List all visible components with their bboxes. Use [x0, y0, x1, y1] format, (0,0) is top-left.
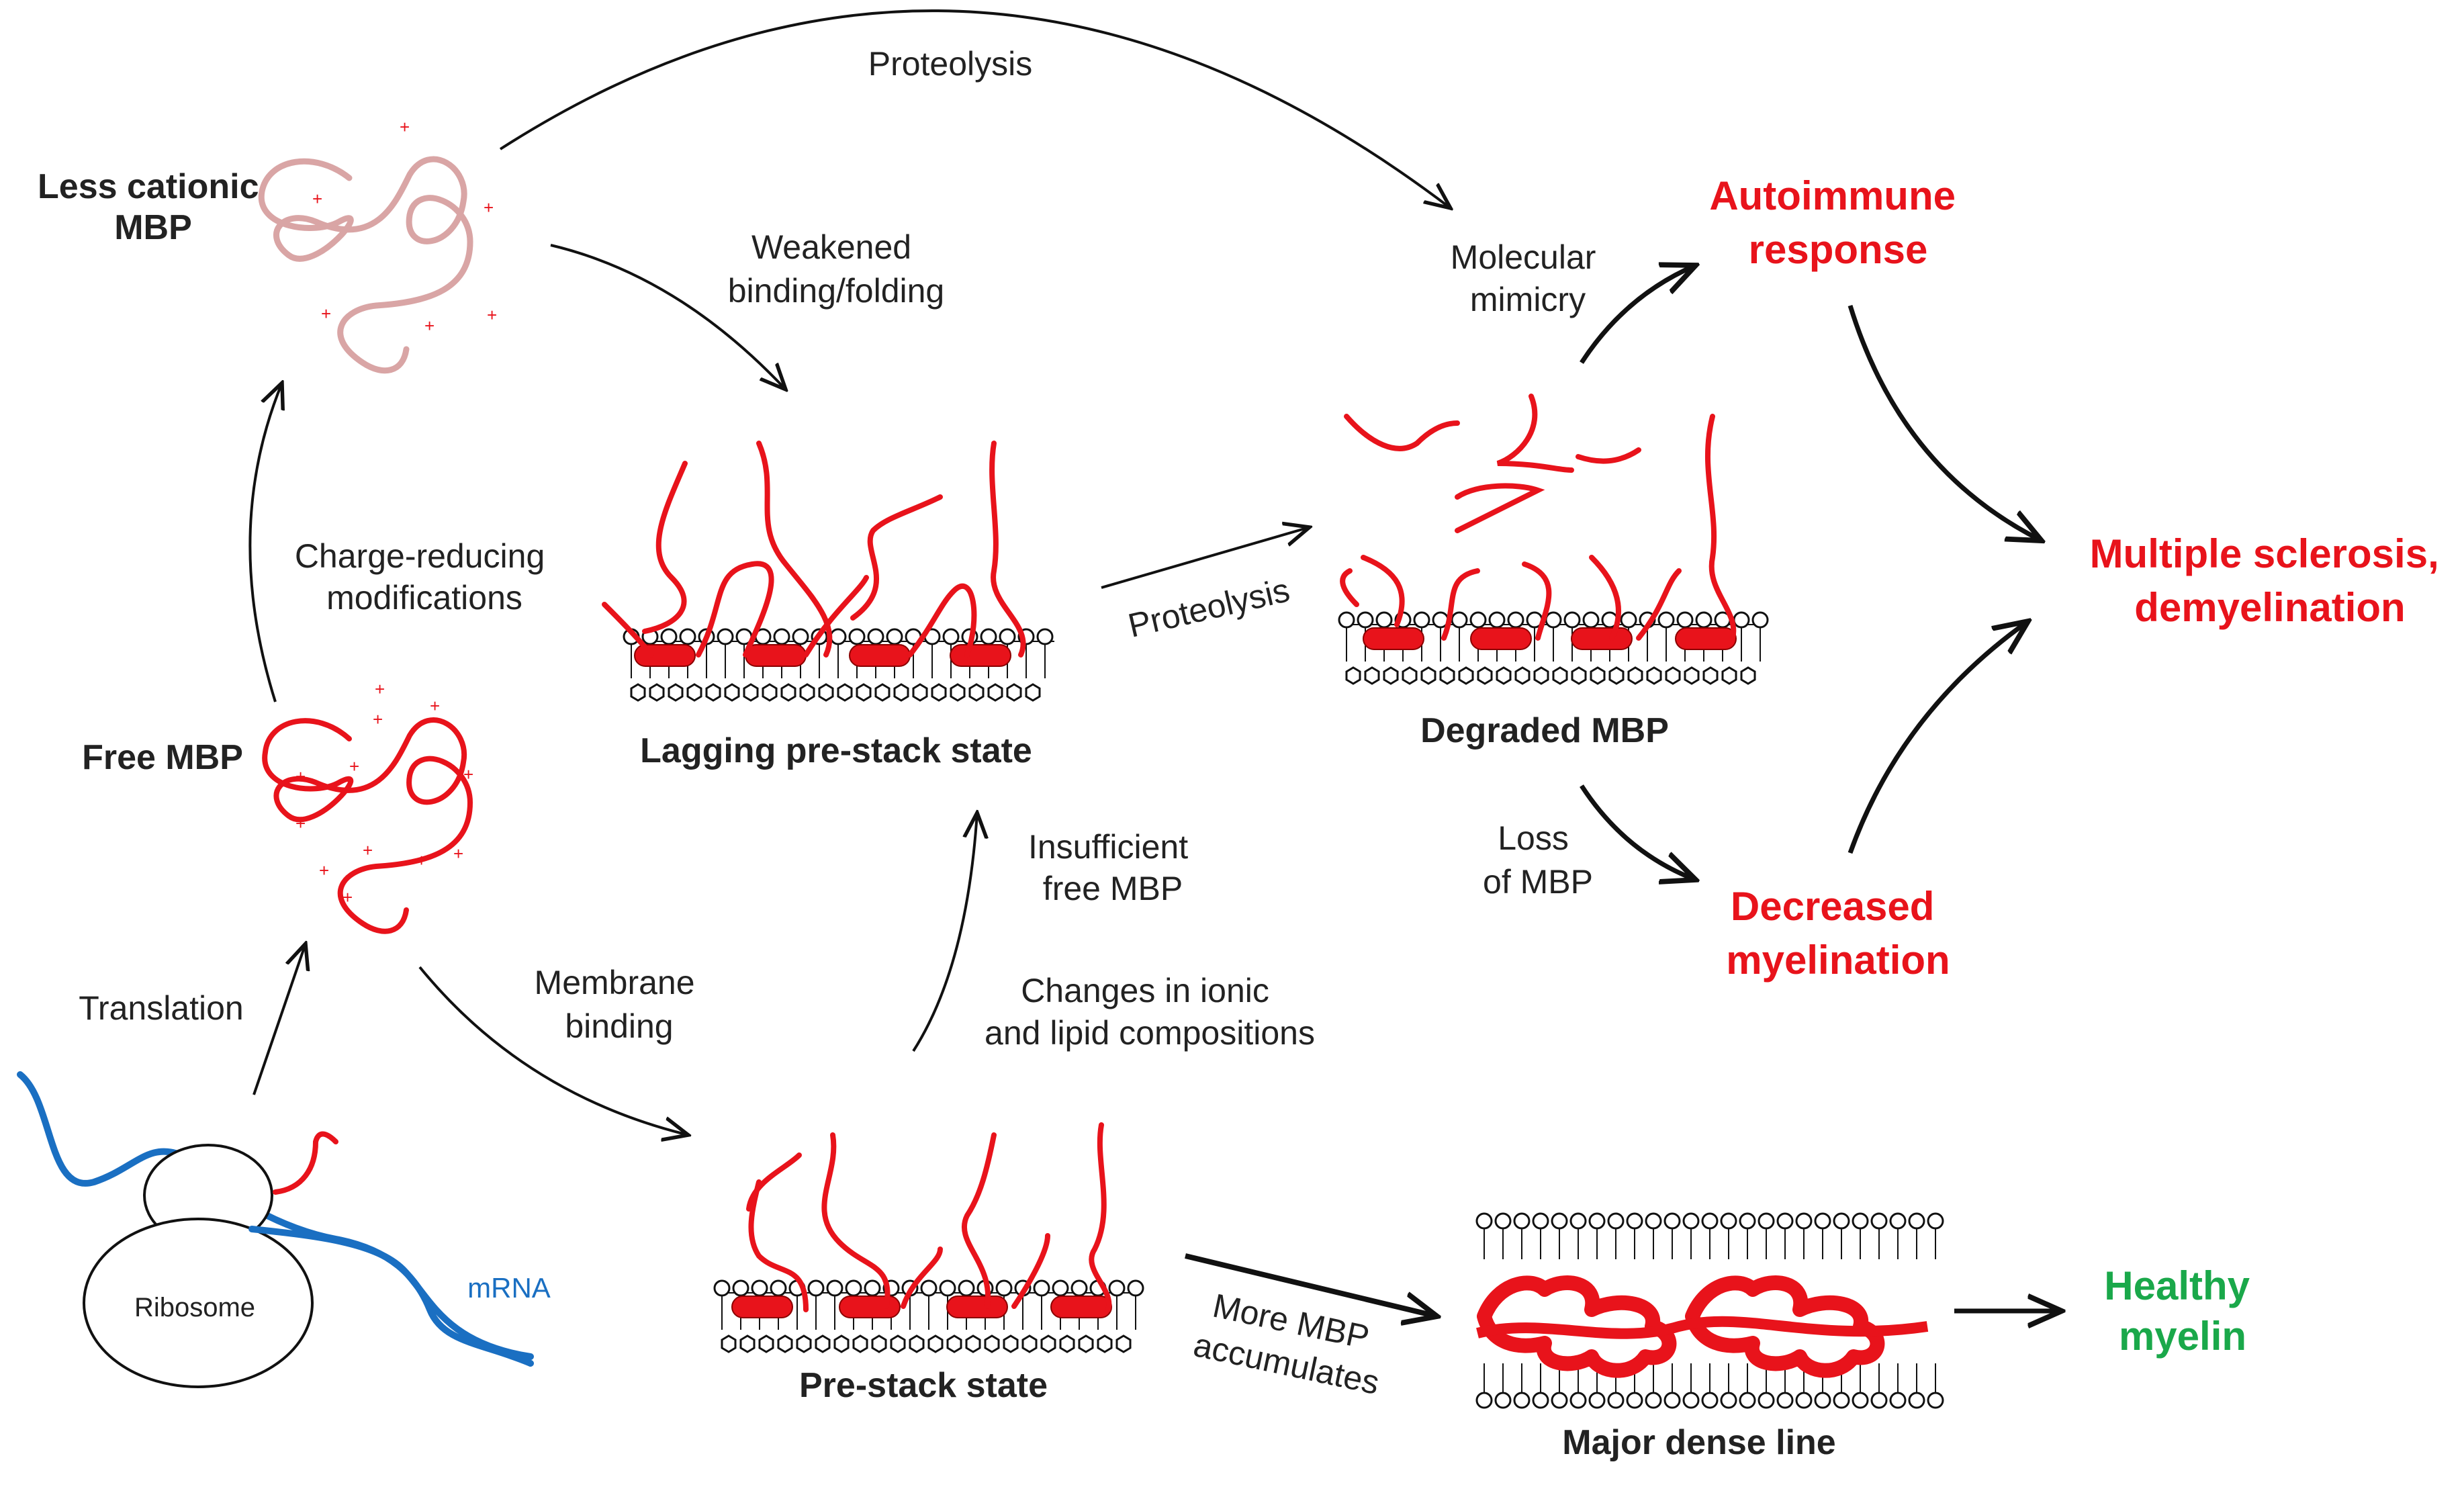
labels: Proteolysis Less cationic MBP Weakened b… [38, 45, 2451, 1462]
label-more-mbp: More MBP accumulates [1191, 1284, 1391, 1402]
svg-text:+: + [430, 696, 440, 716]
arrow-insufficient-free-mbp [912, 813, 977, 1052]
less-cationic-mbp-coil: + + + + + + [258, 117, 497, 374]
label-decreased: Decreased myelination [1726, 884, 1950, 983]
arrow-weakened-binding [550, 244, 786, 390]
label-membrane-binding: Membrane binding [535, 964, 704, 1045]
arrow-more-mbp [1185, 1253, 1437, 1316]
degraded-mbp-membrane [1338, 394, 1769, 685]
label-changes-ionic: Changes in ionic and lipid compositions [985, 972, 1315, 1052]
svg-text:+: + [400, 117, 410, 137]
label-proteolysis-mid: Proteolysis [1125, 571, 1293, 645]
arrow-decreased-to-ms [1847, 621, 2028, 854]
label-weakened: Weakened binding/folding [728, 228, 945, 310]
label-pre-stack: Pre-stack state [799, 1366, 1048, 1405]
svg-text:+: + [484, 197, 494, 218]
free-mbp-coil: + + + + + + + + + + + + [262, 679, 473, 934]
label-proteolysis-top: Proteolysis [868, 45, 1033, 83]
major-dense-line-bilayer [1475, 1212, 1944, 1409]
ribosome-large-subunit [83, 1218, 314, 1388]
arrow-proteolysis-mid [1101, 527, 1310, 589]
label-less-cationic: Less cationic MBP [38, 167, 269, 247]
nascent-peptide [273, 1131, 338, 1195]
label-major-dense-line: Major dense line [1562, 1423, 1835, 1462]
arrow-charge-reducing [248, 383, 282, 702]
label-free-mbp: Free MBP [82, 738, 243, 777]
arrow-membrane-binding [418, 966, 688, 1135]
label-lagging: Lagging pre-stack state [640, 731, 1032, 770]
arrow-translation [253, 944, 306, 1095]
label-multiple-sclerosis: Multiple sclerosis, demyelination [2090, 531, 2451, 630]
svg-text:+: + [375, 679, 385, 699]
arrow-loss-of-mbp [1580, 784, 1696, 880]
arrows [248, 9, 2062, 1316]
svg-text:+: + [363, 840, 373, 860]
svg-text:+: + [319, 860, 329, 880]
svg-text:+: + [463, 764, 473, 784]
label-mrna: mRNA [467, 1272, 551, 1304]
svg-text:+: + [453, 844, 463, 864]
mrna-strand-front [248, 1226, 534, 1360]
label-healthy: Healthy myelin [2104, 1263, 2261, 1359]
arrow-proteolysis-top [499, 9, 1451, 208]
svg-text:+: + [321, 304, 331, 324]
label-molecular-mimicry: Molecular mimicry [1451, 238, 1606, 318]
arrow-molecular-mimicry [1580, 265, 1696, 364]
svg-text:+: + [424, 316, 435, 336]
svg-text:+: + [416, 850, 426, 870]
svg-text:+: + [343, 887, 353, 907]
svg-text:+: + [373, 709, 383, 729]
label-loss-of-mbp: Loss of MBP [1483, 819, 1593, 901]
arrow-autoimmune-to-ms [1847, 304, 2042, 541]
svg-text:+: + [349, 756, 359, 776]
label-translation: Translation [79, 989, 243, 1027]
pre-stack-membrane [713, 1122, 1144, 1353]
label-autoimmune: Autoimmune response [1709, 173, 1966, 272]
svg-text:+: + [312, 189, 322, 209]
label-degraded: Degraded MBP [1420, 711, 1669, 750]
ribosome-group [17, 1071, 534, 1388]
svg-text:+: + [487, 305, 497, 325]
lagging-pre-stack-membrane [602, 441, 1054, 702]
label-insufficient: Insufficient free MBP [1028, 828, 1197, 907]
svg-text:+: + [295, 766, 306, 786]
label-charge-reducing: Charge-reducing modifications [295, 537, 554, 617]
svg-text:+: + [295, 813, 306, 833]
label-ribosome: Ribosome [134, 1293, 255, 1322]
